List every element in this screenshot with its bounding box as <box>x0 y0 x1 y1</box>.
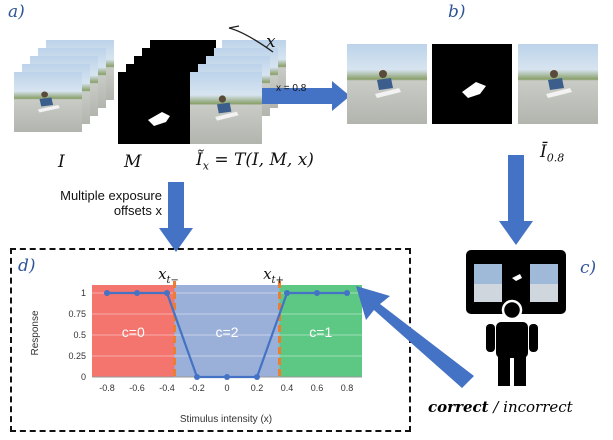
label-I-bar: Ī0.8 <box>540 142 564 164</box>
mask-frame <box>118 72 190 144</box>
I-bar-symbol: Ī <box>540 142 547 162</box>
y-tick-label: 0.25 <box>68 351 86 361</box>
correct-label: correct <box>428 398 489 416</box>
photo-mask <box>432 44 512 124</box>
brace-x <box>228 25 274 53</box>
observer-figure <box>466 250 566 386</box>
y-tick-label: 0.5 <box>73 330 86 340</box>
photo-original <box>347 44 427 124</box>
label-M: M <box>124 152 142 172</box>
label-Ix-formula: Ĩx = T(I, M, x) <box>196 150 314 172</box>
threshold-label: xt+ <box>263 265 284 286</box>
threshold-label: xt− <box>158 265 179 286</box>
skater-figure <box>375 70 401 98</box>
arrow-b-to-c <box>499 155 533 245</box>
data-point <box>194 374 200 380</box>
panel-label-c: c) <box>580 258 597 278</box>
panel-label-b: b) <box>448 2 466 22</box>
response-text: correct / incorrect <box>428 398 573 416</box>
x-tick-label: 0.2 <box>251 383 264 393</box>
mask-shape <box>462 82 486 98</box>
data-point <box>284 290 290 296</box>
Ix-rhs: = T(I, M, x) <box>214 150 314 170</box>
arrow-a-to-b <box>262 81 350 111</box>
caption-line-2: offsets x <box>113 203 162 218</box>
x-tick-label: 0.6 <box>311 383 324 393</box>
skater-figure <box>546 70 572 98</box>
Ix-symbol: Ĩ <box>196 150 203 170</box>
data-point <box>254 374 260 380</box>
label-I: I <box>58 152 65 172</box>
arrow-param-label: x = 0.8 <box>276 83 307 94</box>
data-point <box>344 290 350 296</box>
data-point <box>224 374 230 380</box>
photo-frame <box>14 72 82 132</box>
threshold-subscript: t− <box>167 275 179 286</box>
data-point <box>164 290 170 296</box>
Ix-subscript: x <box>202 159 209 173</box>
panel-label-a: a) <box>8 2 25 22</box>
region-c=1 <box>279 285 362 377</box>
x-tick-label: 0.8 <box>341 383 354 393</box>
skater-figure <box>215 95 239 121</box>
x-tick-label: -0.6 <box>129 383 145 393</box>
region-label: c=2 <box>216 324 239 340</box>
tick-layer: -0.8 -0.6 -0.4 -0.2 0 0.2 0.4 0.6 0.8 0 0.25 0.5 0.7… <box>68 288 353 393</box>
region-label: c=1 <box>309 324 332 340</box>
caption-line-1: Multiple exposure <box>60 188 162 203</box>
panel-label-d: d) <box>18 256 36 276</box>
region-layer: c=0 c=2 c=1 <box>92 285 362 377</box>
y-axis-title: Response <box>30 310 41 355</box>
skater-figure <box>37 91 60 113</box>
region-c=0 <box>92 285 175 377</box>
y-tick-label: 1 <box>81 288 86 298</box>
x-tick-label: 0.4 <box>281 383 294 393</box>
data-point <box>134 290 140 296</box>
photo-modified <box>518 44 598 124</box>
arrow-a-to-d <box>159 182 193 252</box>
threshold-subscript: t+ <box>272 275 284 286</box>
x-tick-label: 0 <box>224 383 229 393</box>
mask-shape <box>148 112 170 126</box>
arrow-c-to-d <box>356 286 474 388</box>
x-axis-title: Stimulus intensity (x) <box>180 414 272 425</box>
series-layer <box>104 290 350 380</box>
brace-x-label: x <box>266 32 276 52</box>
region-label: c=0 <box>122 324 145 340</box>
y-tick-label: 0 <box>81 372 86 382</box>
x-tick-label: -0.2 <box>189 383 205 393</box>
x-tick-label: -0.8 <box>99 383 115 393</box>
photo-frame <box>190 72 262 144</box>
data-point <box>314 290 320 296</box>
I-bar-subscript: 0.8 <box>546 151 565 165</box>
incorrect-label: / incorrect <box>488 398 573 416</box>
x-tick-label: -0.4 <box>159 383 175 393</box>
data-point <box>104 290 110 296</box>
multiple-exposure-caption: Multiple exposure offsets x <box>14 188 162 218</box>
y-tick-label: 0.75 <box>68 309 86 319</box>
